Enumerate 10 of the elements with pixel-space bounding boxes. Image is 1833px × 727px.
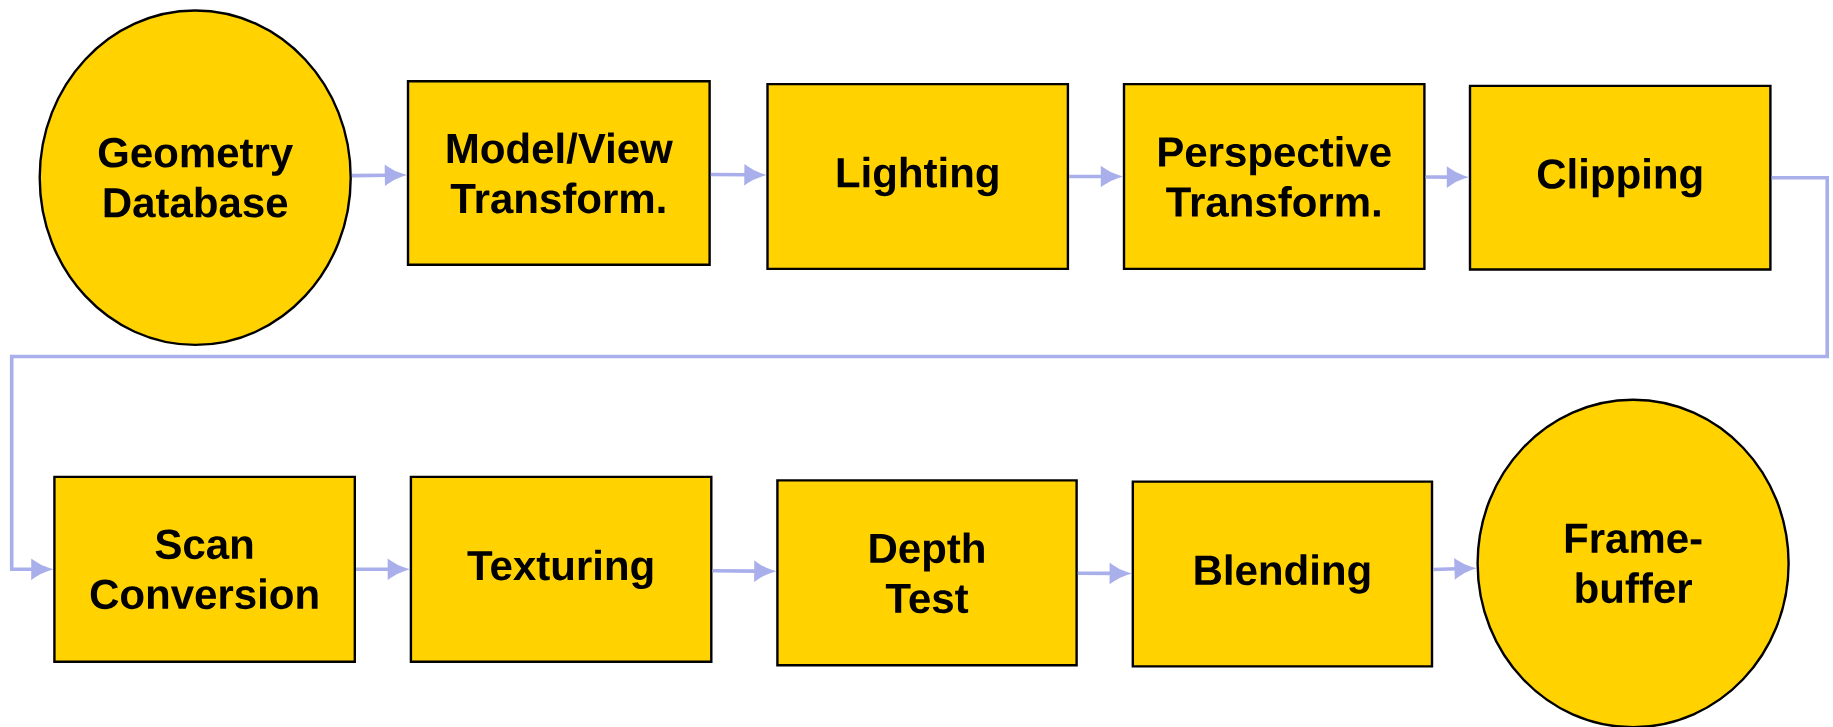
process-box: Depth Test bbox=[776, 479, 1078, 667]
arrow bbox=[9, 175, 1829, 579]
process-box: Model/View Transform. bbox=[406, 80, 711, 266]
process-box: Scan Conversion bbox=[53, 475, 356, 663]
process-box: Texturing bbox=[409, 475, 713, 663]
process-box: Blending bbox=[1131, 480, 1434, 668]
process-box: Clipping bbox=[1468, 84, 1772, 271]
arrow bbox=[710, 165, 763, 184]
process-box: Perspective Transform. bbox=[1122, 82, 1426, 271]
process-box: Lighting bbox=[766, 82, 1070, 271]
